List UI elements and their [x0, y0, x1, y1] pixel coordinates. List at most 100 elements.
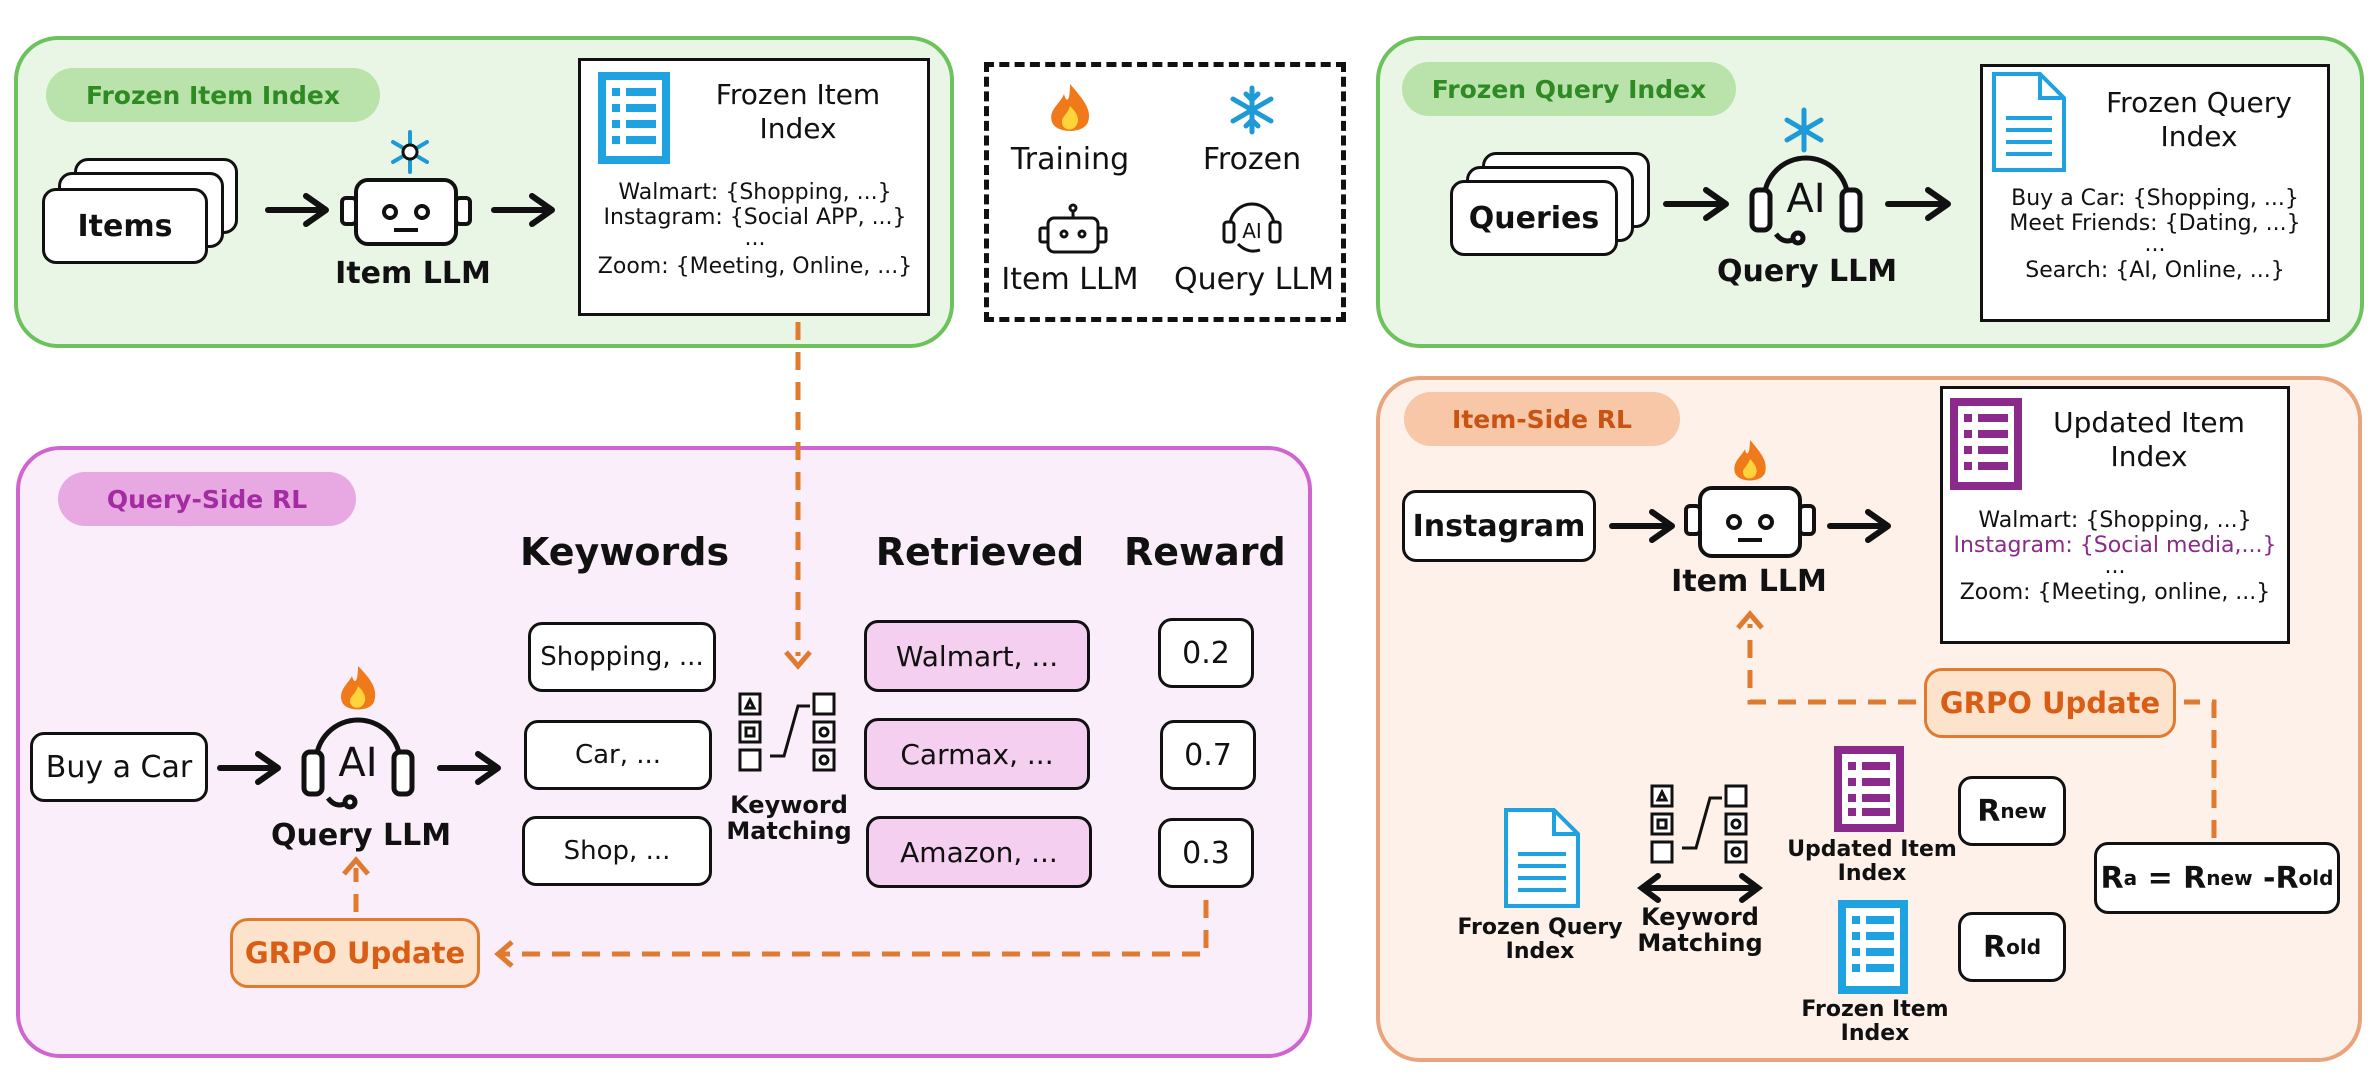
snowflake-icon [391, 130, 429, 174]
snowflake-icon [1230, 85, 1274, 135]
ra-minus: -R [2252, 860, 2299, 896]
updated-item-index-card-title: Updated Item Index [2053, 406, 2245, 473]
document-icon [1992, 72, 2066, 172]
svg-text:AI: AI [1242, 219, 1262, 243]
legend-item-llm-label: Item LLM [1001, 262, 1139, 297]
frozen-query-index-card-title: Frozen Query Index [2106, 86, 2292, 153]
items-box: Items [42, 188, 208, 264]
query-llm-label: Query LLM [270, 818, 452, 853]
arrow-qllm-to-keywords [437, 751, 501, 785]
fire-icon [1051, 84, 1090, 131]
keyword-box: Shopping, ... [528, 622, 716, 692]
head-to-itemllm [1736, 610, 1764, 630]
list-document-icon [598, 72, 670, 164]
card-line: Instagram: {Social APP, ...} [603, 205, 907, 230]
list-document-icon [1834, 746, 1904, 832]
legend-training-label: Training [1010, 142, 1130, 177]
item-llm-label: Item LLM [335, 256, 491, 291]
item-llm-label-rl: Item LLM [1671, 564, 1827, 599]
instagram-box: Instagram [1402, 490, 1596, 562]
keyword-matching-icon [738, 692, 836, 772]
card-line: ... [2104, 554, 2126, 579]
frozen-query-index-card-lines: Buy a Car: {Shopping, ...} Meet Friends:… [1990, 186, 2320, 283]
head-to-grpo [494, 940, 514, 968]
dashed-reward-to-grpo [502, 900, 1209, 957]
list-document-icon [1950, 398, 2022, 490]
card-line-highlight: Instagram: {Social media,...} [1953, 533, 2277, 558]
grpo-update-query: GRPO Update [230, 918, 480, 988]
reward-box: 0.7 [1160, 720, 1256, 790]
item-side-rl-pill: Item-Side RL [1404, 392, 1680, 446]
arrow-qllm-to-card [1885, 187, 1951, 221]
arrow-llm-to-card [491, 193, 555, 227]
arrow-instagram-to-llm [1609, 509, 1675, 543]
robot-icon [1038, 203, 1108, 254]
card-line: Search: {AI, Online, ...} [2025, 258, 2285, 283]
reward-box: 0.3 [1158, 818, 1254, 888]
dashed-grpo-to-itemllm [1747, 624, 1916, 705]
ai-headset-icon: AI [301, 717, 415, 810]
head-to-qllm [342, 856, 370, 876]
retrieved-box: Amazon, ... [866, 816, 1092, 888]
card-line: ... [2144, 232, 2166, 257]
robot-icon [1684, 486, 1816, 558]
arrow-llm-to-updated-card [1827, 509, 1891, 543]
updated-item-index-small-label: Updated Item Index [1787, 837, 1957, 886]
solid-arrows [217, 187, 1951, 785]
r-old-sub: old [2006, 935, 2042, 959]
frozen-item-index-small-label: Frozen Item Index [1801, 997, 1949, 1046]
queries-box: Queries [1450, 180, 1618, 256]
svg-text:AI: AI [338, 740, 377, 786]
fire-icon [1734, 440, 1766, 481]
frozen-item-index-pill: Frozen Item Index [46, 68, 380, 122]
card-line: Zoom: {Meeting, online, ...} [1959, 580, 2271, 605]
legend-query-llm-label: Query LLM [1173, 262, 1335, 297]
buy-a-car-box: Buy a Car [30, 732, 208, 802]
reward-header: Reward [1124, 530, 1286, 574]
legend-box [984, 62, 1346, 322]
keyword-box: Car, ... [524, 720, 712, 790]
frozen-query-index-small-label: Frozen Query Index [1457, 915, 1623, 964]
reward-box: 0.2 [1158, 618, 1254, 688]
dashed-arrows [353, 322, 2217, 957]
double-arrow-icon [1637, 873, 1763, 903]
card-line: Buy a Car: {Shopping, ...} [2011, 186, 2299, 211]
keyword-matching-label: Keyword Matching [726, 791, 852, 845]
card-line: ... [744, 226, 766, 251]
r-new-r: R [1977, 793, 2001, 829]
grpo-update-item: GRPO Update [1924, 668, 2176, 738]
head-to-matching [784, 650, 812, 670]
r-old-r: R [1982, 929, 2007, 965]
card-line: Zoom: {Meeting, Online, ...} [597, 254, 913, 279]
arrow-buycar-to-qllm [217, 751, 281, 785]
retrieved-header: Retrieved [875, 530, 1085, 574]
legend-frozen-label: Frozen [1202, 142, 1302, 177]
document-icon [1504, 808, 1580, 908]
frozen-query-index-pill: Frozen Query Index [1402, 62, 1736, 116]
svg-text:AI: AI [1786, 176, 1825, 222]
ra-new-sub: new [2206, 866, 2253, 890]
keyword-matching-label-item: Keyword Matching [1637, 903, 1763, 957]
snowflake-icon [1784, 107, 1824, 153]
card-line: Meet Friends: {Dating, ...} [2009, 211, 2301, 236]
r-new-sub: new [2000, 799, 2047, 823]
keyword-matching-icon [1650, 784, 1748, 864]
ra-main: R [2100, 860, 2124, 896]
query-side-rl-pill: Query-Side RL [58, 472, 356, 526]
ai-headset-icon: AI [1749, 155, 1863, 246]
card-line: Walmart: {Shopping, ...} [1978, 508, 2252, 533]
arrow-items-to-llm [265, 193, 329, 227]
arrow-queries-to-llm [1663, 187, 1729, 221]
retrieved-box: Carmax, ... [864, 718, 1090, 790]
ra-sub: a [2123, 866, 2138, 890]
keywords-header: Keywords [520, 530, 730, 574]
retrieved-box: Walmart, ... [864, 620, 1090, 692]
card-line: Walmart: {Shopping, ...} [618, 180, 892, 205]
frozen-item-index-card-title: Frozen Item Index [715, 78, 881, 145]
fire-icon [341, 666, 376, 710]
ai-headset-icon: AI [1222, 202, 1282, 253]
robot-icon [340, 178, 472, 246]
